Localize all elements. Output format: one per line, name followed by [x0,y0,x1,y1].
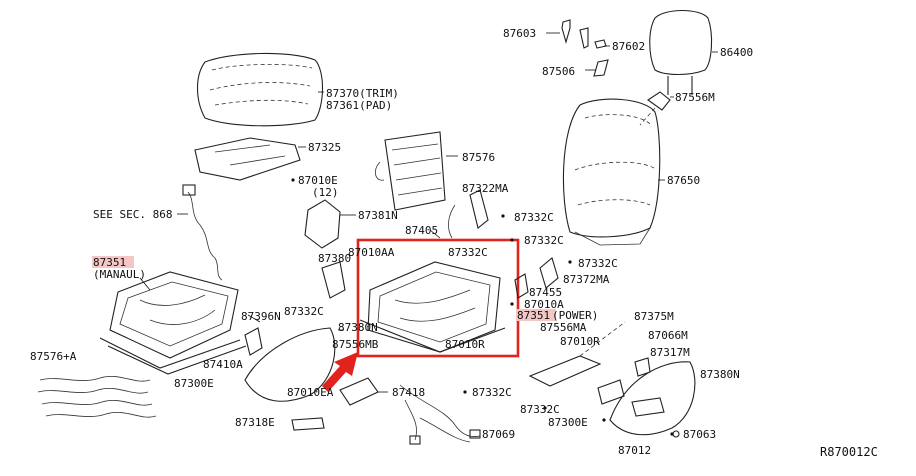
label-87300E-a: 87300E [174,377,214,390]
switch-87066M [597,379,625,405]
label-87556M-top: 87556M [675,91,715,104]
highlight-87351-power [516,309,556,321]
label-87380N-a: 87380N [338,321,378,334]
label-87010R-b: 87010R [560,335,600,348]
motor-87455 [514,273,529,299]
lumbar-wire-set [37,376,157,418]
label-87418: 87418 [392,386,425,399]
label-87012: 87012 [618,444,651,457]
wire-harness-87069 [399,384,481,445]
label-87317M: 87317M [650,346,690,359]
leader-87405 [429,229,441,239]
red-arrow-indicator [322,352,358,392]
label-87332C-b: 87332C [524,234,564,247]
label-86400: 86400 [720,46,753,59]
label-87576A: 87576+A [30,350,77,363]
label-87396N: 87396N [241,310,281,323]
label-87370-trim: 87370(TRIM) [326,87,399,100]
power-seat-frame [359,261,506,353]
label-87556MB: 87556MB [332,338,379,351]
seat-cushion-pad [194,137,301,181]
label-87410A: 87410A [203,358,243,371]
label-87010R: 87010R [445,338,485,351]
headrest [649,9,713,95]
bracket-87372MA [539,257,559,289]
label-87010E-qty: (12) [312,186,339,199]
label-87381N: 87381N [358,209,398,222]
trim-cover-87418 [339,377,388,406]
label-87069: 87069 [482,428,515,441]
label-87455: 87455 [529,286,562,299]
reference-code: R870012C [820,445,878,459]
lumbar-clip [639,91,674,126]
label-87556MA: 87556MA [540,321,587,334]
screw-87063 [672,430,680,438]
seat-cushion-trim [196,52,323,127]
label-87576: 87576 [462,151,495,164]
lumbar-support [448,189,489,239]
label-87332C-f: 87332C [472,386,512,399]
label-87380N-b: 87380N [700,368,740,381]
label-87332C-c: 87332C [448,246,488,259]
highlight-87351-manual [92,256,134,268]
label-87010A: 87010A [524,298,564,311]
label-87063: 87063 [683,428,716,441]
label-87325: 87325 [308,141,341,154]
label-87010EA: 87010EA [287,386,334,399]
label-87318E: 87318E [235,416,275,429]
label-87602: 87602 [612,40,645,53]
label-87300E-b: 87300E [548,416,588,429]
bracket-87380 [321,261,346,299]
side-cover-outer-left [244,327,344,402]
side-cover-outer-right [609,361,696,436]
fastener-dots [291,178,674,436]
label-87351-power: 87351 [517,309,550,322]
label-87405: 87405 [405,224,438,237]
seatback-trim [562,98,661,246]
label-87066M: 87066M [648,329,688,342]
side-cover-left [304,199,356,249]
label-87506: 87506 [542,65,575,78]
knob-87317M [634,357,651,377]
label-87322MA: 87322MA [462,182,509,195]
manual-seat-frame [99,271,247,375]
label-87650: 87650 [667,174,700,187]
label-87332C-a: 87332C [514,211,554,224]
label-87375M: 87375M [634,310,674,323]
label-87351-manual-sub: (MANAUL) [93,268,146,281]
knob-87410A [244,327,263,356]
see-section-868: SEE SEC. 868 [93,208,172,221]
leader-87396N [247,314,261,323]
label-87332C-g: 87332C [520,403,560,416]
wire-harness-left [182,184,223,281]
label-87361-pad: 87361(PAD) [326,99,392,112]
label-87380: 87380 [318,252,351,265]
rail-87375M [528,321,626,387]
leader-87351-manual [139,277,151,291]
label-87603: 87603 [503,27,536,40]
label-87351-manual: 87351 [93,256,126,269]
label-87332C-e: 87332C [284,305,324,318]
seatback-frame [374,131,446,211]
label-87010AA: 87010AA [348,246,395,259]
label-87372MA: 87372MA [563,273,610,286]
trim-finisher-87318E [291,417,325,431]
label-87010E: 87010E [298,174,338,187]
headrest-guide-parts [546,19,610,77]
label-87351-power-sub: (POWER) [552,309,598,322]
label-87332C-d: 87332C [578,257,618,270]
